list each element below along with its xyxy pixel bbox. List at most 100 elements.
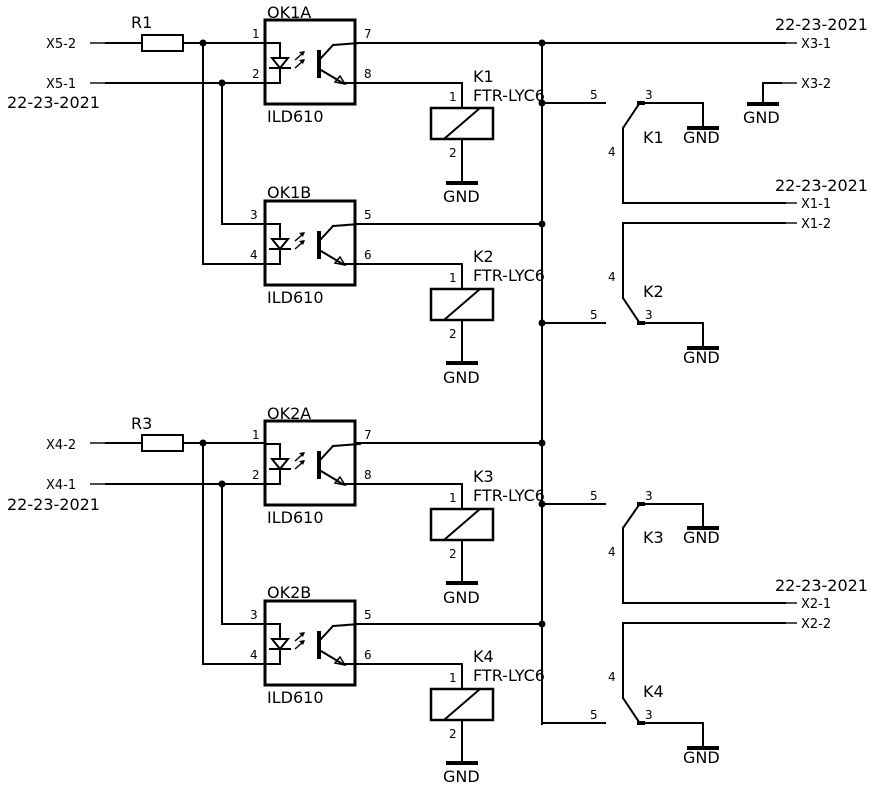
svg-text:5: 5 — [364, 608, 372, 622]
svg-text:4: 4 — [608, 145, 616, 159]
svg-text:FTR-LYC6: FTR-LYC6 — [473, 666, 545, 685]
svg-text:ILD610: ILD610 — [267, 288, 324, 307]
svg-text:K4: K4 — [643, 682, 664, 701]
connector-x4-2: X4-2 — [46, 438, 106, 453]
svg-text:1: 1 — [252, 428, 260, 442]
svg-text:K3: K3 — [643, 528, 664, 547]
svg-text:X4-2: X4-2 — [46, 438, 76, 453]
svg-text:K3: K3 — [473, 467, 494, 486]
gnd-symbol: GND — [443, 761, 480, 786]
junction-dot — [218, 480, 226, 488]
svg-text:FTR-LYC6: FTR-LYC6 — [473, 266, 545, 285]
svg-text:OK1A: OK1A — [267, 3, 311, 22]
optocoupler-ok2b: OK2B 3 4 5 6 ILD610 — [250, 583, 372, 707]
svg-text:K1: K1 — [473, 67, 494, 86]
connector-x5-2: X5-2 — [46, 37, 106, 52]
svg-text:1: 1 — [449, 491, 457, 505]
connector-x4-1: X4-1 22-23-2021 — [7, 478, 106, 514]
common-rail — [354, 39, 786, 725]
svg-text:4: 4 — [608, 670, 616, 684]
svg-text:4: 4 — [250, 248, 258, 262]
svg-text:GND: GND — [683, 748, 720, 767]
svg-text:2: 2 — [252, 67, 260, 81]
date-label: 22-23-2021 — [775, 176, 868, 195]
svg-text:GND: GND — [683, 348, 720, 367]
svg-text:X1-2: X1-2 — [801, 217, 831, 232]
svg-text:X4-1: X4-1 — [46, 478, 76, 493]
connector-x1-1: 22-23-2021 X1-1 — [775, 176, 868, 212]
svg-text:6: 6 — [364, 248, 372, 262]
svg-text:7: 7 — [364, 27, 372, 41]
svg-text:X1-1: X1-1 — [801, 197, 831, 212]
svg-text:X2-1: X2-1 — [801, 597, 831, 612]
svg-text:7: 7 — [364, 428, 372, 442]
gnd-symbol: GND — [443, 581, 480, 607]
svg-text:K2: K2 — [473, 247, 494, 266]
relay-contact-k2: 4 K2 5 GND 3 — [541, 222, 786, 367]
relay-coil-k2: K2 FTR-LYC6 1 2 — [354, 247, 545, 364]
svg-text:R1: R1 — [131, 13, 152, 32]
junction-dot — [538, 39, 546, 47]
relay-coil-k3: K3 FTR-LYC6 1 2 — [354, 467, 545, 584]
svg-text:GND: GND — [743, 108, 780, 127]
svg-text:R3: R3 — [131, 414, 152, 433]
resistor-r1: R1 — [131, 13, 184, 52]
svg-text:OK2A: OK2A — [267, 404, 311, 423]
date-label: 22-23-2021 — [775, 576, 868, 595]
svg-text:3: 3 — [250, 608, 258, 622]
svg-text:GND: GND — [443, 368, 480, 387]
junction-dot — [199, 439, 207, 447]
relay-contact-k1: 5 GND 3 4 K1 — [541, 88, 786, 204]
svg-text:FTR-LYC6: FTR-LYC6 — [473, 486, 545, 505]
optocoupler-ok1a: OK1A 1 2 7 8 ILD610 — [252, 3, 372, 126]
svg-text:1: 1 — [449, 671, 457, 685]
svg-text:X5-2: X5-2 — [46, 37, 76, 52]
connector-x3-2: GND X3-2 — [743, 77, 831, 127]
svg-text:3: 3 — [645, 88, 653, 102]
svg-text:5: 5 — [590, 88, 598, 102]
relay-contact-k3: 5 GND 3 4 K3 — [541, 489, 786, 604]
junction-dot — [218, 79, 226, 87]
svg-text:GND: GND — [683, 528, 720, 547]
svg-text:GND: GND — [443, 187, 480, 206]
svg-text:6: 6 — [364, 648, 372, 662]
input-wiring-ok1 — [105, 39, 266, 265]
svg-text:3: 3 — [645, 708, 653, 722]
optocoupler-ok2a: OK2A 1 2 7 8 ILD610 — [252, 404, 372, 527]
relay-coil-k1: K1 FTR-LYC6 1 2 — [354, 67, 545, 184]
svg-text:2: 2 — [449, 327, 457, 341]
svg-text:3: 3 — [645, 489, 653, 503]
connector-x2-1: 22-23-2021 X2-1 — [775, 576, 868, 612]
svg-text:K2: K2 — [643, 282, 664, 301]
relay-contact-k4: 4 K4 5 GND 3 — [541, 622, 786, 767]
resistor-r3: R3 — [131, 414, 184, 452]
gnd-symbol: GND — [443, 361, 480, 387]
svg-text:5: 5 — [590, 489, 598, 503]
junction-dot — [538, 439, 546, 447]
svg-text:GND: GND — [683, 128, 720, 147]
svg-text:2: 2 — [449, 146, 457, 160]
svg-text:2: 2 — [449, 727, 457, 741]
svg-text:8: 8 — [364, 468, 372, 482]
svg-text:K4: K4 — [473, 647, 494, 666]
connector-x2-2: X2-2 — [785, 617, 831, 632]
svg-text:1: 1 — [449, 271, 457, 285]
svg-text:ILD610: ILD610 — [267, 508, 324, 527]
svg-text:X3-2: X3-2 — [801, 77, 831, 92]
date-label: 22-23-2021 — [775, 15, 868, 34]
svg-text:3: 3 — [645, 308, 653, 322]
svg-text:X3-1: X3-1 — [801, 37, 831, 52]
optocoupler-ok1b: OK1B 3 4 5 6 ILD610 — [250, 183, 372, 307]
svg-text:4: 4 — [608, 270, 616, 284]
junction-dot — [199, 39, 207, 47]
svg-text:8: 8 — [364, 67, 372, 81]
svg-text:4: 4 — [608, 545, 616, 559]
svg-text:ILD610: ILD610 — [267, 107, 324, 126]
svg-text:5: 5 — [364, 208, 372, 222]
input-wiring-ok2 — [105, 439, 266, 665]
svg-text:OK2B: OK2B — [267, 583, 311, 602]
svg-text:1: 1 — [449, 90, 457, 104]
svg-text:ILD610: ILD610 — [267, 688, 324, 707]
svg-text:GND: GND — [443, 767, 480, 786]
